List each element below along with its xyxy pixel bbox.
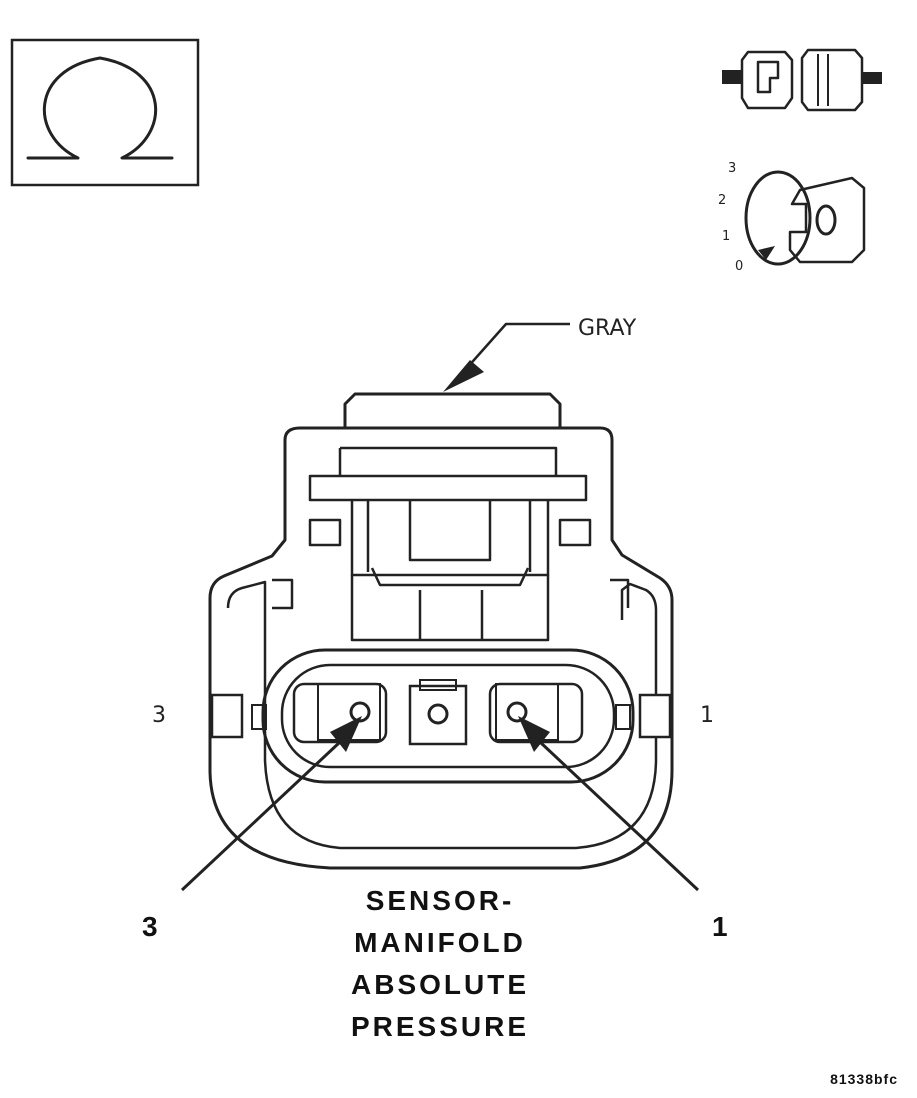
title-line-1: SENSOR-	[366, 885, 515, 916]
color-callout: GRAY	[443, 316, 637, 392]
cavity-face	[261, 648, 635, 784]
ignition-pos-1: 1	[722, 229, 730, 244]
pin-callout-right: 1	[518, 716, 731, 942]
ignition-pos-3: 3	[728, 161, 736, 176]
disconnected-connector-icon	[722, 48, 882, 112]
terminal-cavity-2	[408, 679, 468, 746]
ignition-pos-0: 0	[735, 259, 743, 274]
connector-body	[208, 392, 674, 870]
ignition-key-icon: 3 2 1 0	[718, 161, 866, 274]
title-line-3: ABSOLUTE	[351, 969, 529, 1000]
arrowhead-right	[518, 716, 550, 752]
ohmmeter-icon	[10, 38, 200, 187]
ignition-pos-2: 2	[718, 193, 726, 208]
pin-callout-left: 3	[142, 716, 362, 942]
component-title: SENSOR- MANIFOLD ABSOLUTE PRESSURE	[351, 885, 529, 1042]
cavity-number-right: 1	[700, 703, 714, 728]
title-line-4: PRESSURE	[351, 1011, 529, 1042]
title-line-2: MANIFOLD	[354, 927, 526, 958]
arrowhead-left	[330, 716, 362, 752]
pin-callout-left-label: 3	[142, 911, 161, 942]
pin-callout-right-label: 1	[712, 911, 731, 942]
color-callout-label: GRAY	[578, 316, 637, 341]
cavity-number-left: 3	[152, 703, 166, 728]
figure-id: 81338bfc	[830, 1071, 898, 1087]
